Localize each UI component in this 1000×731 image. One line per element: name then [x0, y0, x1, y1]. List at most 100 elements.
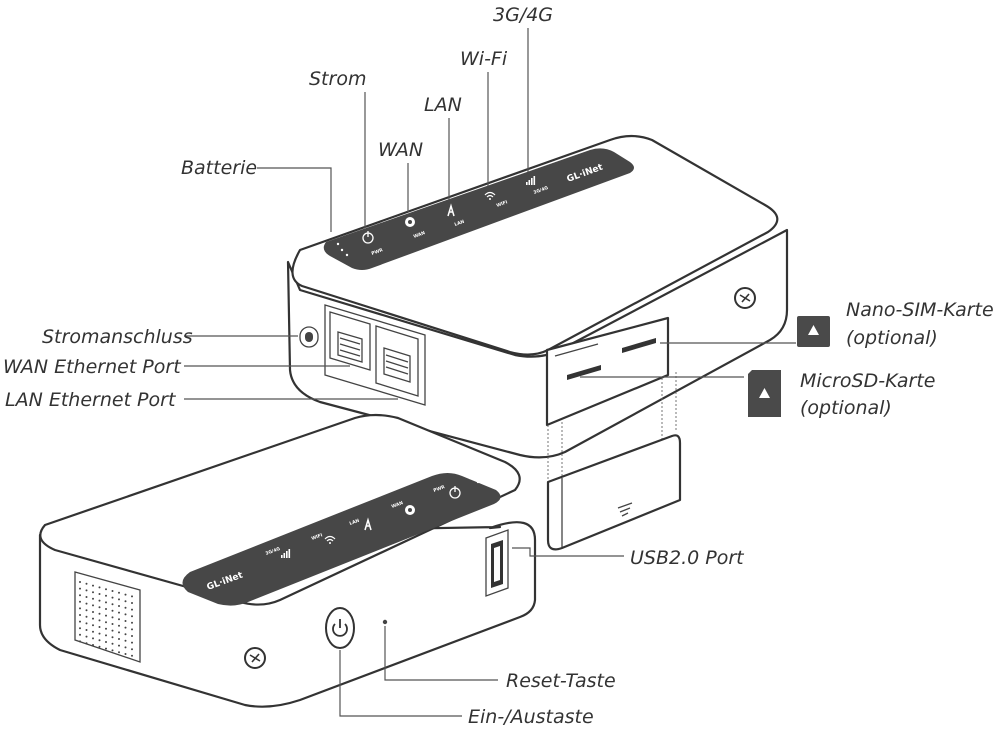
front-wan-led-label: WAN: [391, 500, 405, 510]
back-router-top: [291, 134, 779, 356]
grille-dot: [79, 620, 81, 623]
lead-usb: [512, 547, 624, 557]
front-cell-led-icon: [281, 549, 291, 558]
sim-card-icon: [797, 316, 830, 347]
back-power-led-label: PWR: [371, 247, 385, 257]
leader-lines: [184, 28, 796, 717]
power-button[interactable]: [325, 607, 355, 649]
front-screw-icon: [244, 647, 266, 669]
grille-dot: [105, 641, 107, 643]
grille-dot: [85, 582, 88, 585]
nano-sim-slot: [622, 338, 656, 353]
back-lan-led-label: LAN: [454, 219, 466, 228]
grille-dot: [92, 617, 94, 620]
grille-dot: [98, 593, 101, 595]
grille-dot: [92, 637, 94, 640]
callout-reset: Reset-Taste: [506, 670, 616, 692]
grille-dot: [118, 605, 120, 607]
callout-cellular: 3G/4G: [493, 4, 553, 26]
grille-dot: [105, 621, 107, 624]
grille-dot: [131, 648, 133, 651]
lead-power-button: [339, 650, 462, 717]
grille-dot: [124, 613, 127, 616]
grille-dot: [124, 600, 127, 603]
front-lan-led-label: LAN: [349, 518, 361, 527]
grille-dot: [92, 630, 94, 633]
front-lan-led-icon: [364, 517, 372, 531]
grille-dot: [105, 608, 107, 610]
grille-dot: [111, 629, 114, 632]
grille-dot: [118, 651, 120, 654]
grille-dot: [92, 644, 94, 646]
lan-ethernet-jack: [375, 325, 419, 397]
grille-dot: [118, 591, 120, 594]
grille-dot: [131, 641, 133, 644]
callout-microsd-1: MicroSD-Karte: [800, 370, 935, 392]
grille-dot: [79, 594, 81, 597]
power-icon: [332, 619, 348, 637]
back-wifi-led-icon: [484, 191, 496, 200]
callout-lan: LAN: [424, 94, 462, 116]
grille-dot: [105, 614, 107, 617]
grille-dot: [85, 615, 88, 618]
grille-dot: [92, 624, 94, 627]
grille-dot: [98, 632, 101, 635]
callout-strom: Strom: [309, 68, 366, 90]
grille-dot: [85, 622, 88, 625]
grille-dot: [79, 587, 81, 590]
grille-dot: [105, 601, 107, 604]
grille-dot: [79, 633, 81, 636]
grille-dot: [111, 596, 114, 599]
back-screw-icon: [734, 287, 756, 309]
back-cell-led-label: 3G/4G: [533, 185, 550, 196]
grille-dot: [85, 602, 88, 605]
front-wifi-led-label: WIFI: [311, 532, 324, 542]
callout-usb-port: USB2.0 Port: [630, 547, 745, 569]
callout-nano-sim-2: (optional): [846, 327, 938, 349]
grille-dot: [111, 649, 114, 652]
back-power-led-icon: [362, 231, 374, 244]
grille-dot: [85, 635, 88, 638]
grille-dot: [85, 629, 88, 631]
grille-dot: [124, 646, 127, 649]
callout-microsd-2: (optional): [800, 397, 892, 419]
grille-dot: [111, 590, 114, 592]
grille-dot: [124, 633, 127, 636]
grille-dot: [105, 647, 107, 650]
battery-led-3: [345, 253, 349, 257]
front-power-led-label: PWR: [433, 484, 447, 494]
grille-dot: [118, 611, 120, 614]
power-jack: [299, 326, 319, 348]
back-lan-led-icon: [447, 203, 455, 217]
grille-dot: [92, 611, 94, 613]
grille-dot: [79, 607, 81, 610]
grille-dot: [79, 581, 81, 583]
callout-batterie: Batterie: [181, 157, 257, 179]
grille-dot: [98, 645, 101, 648]
front-battery-led-3: [476, 480, 480, 484]
grille-dot: [98, 599, 101, 602]
grille-dot: [124, 653, 127, 655]
grille-dot: [92, 584, 94, 587]
back-wifi-led-label: WIFI: [496, 199, 509, 209]
grille-dot: [131, 595, 133, 598]
grille-dot: [105, 588, 107, 591]
grille-dot: [85, 642, 88, 645]
wan-ethernet-jack: [329, 311, 371, 371]
grille-dot: [111, 623, 114, 625]
grille-dot: [131, 608, 133, 611]
grille-dot: [111, 603, 114, 606]
front-cell-led-label: 3G/4G: [265, 546, 282, 557]
battery-led-1: [336, 242, 340, 246]
callout-wifi: Wi-Fi: [460, 48, 508, 70]
grille-dot: [118, 624, 120, 627]
front-wan-led-icon: [405, 505, 415, 515]
lead-reset: [384, 626, 498, 681]
front-router: GL·iNet 3G/4G WIFI LAN WAN PWR: [38, 413, 537, 708]
grille-dot: [131, 621, 133, 624]
reset-pinhole[interactable]: [382, 619, 388, 625]
back-router: PWR WAN LAN WIFI 3G/4G GL·iNet: [286, 134, 789, 551]
grille-dot: [111, 616, 114, 619]
slot-rail: [554, 343, 599, 357]
